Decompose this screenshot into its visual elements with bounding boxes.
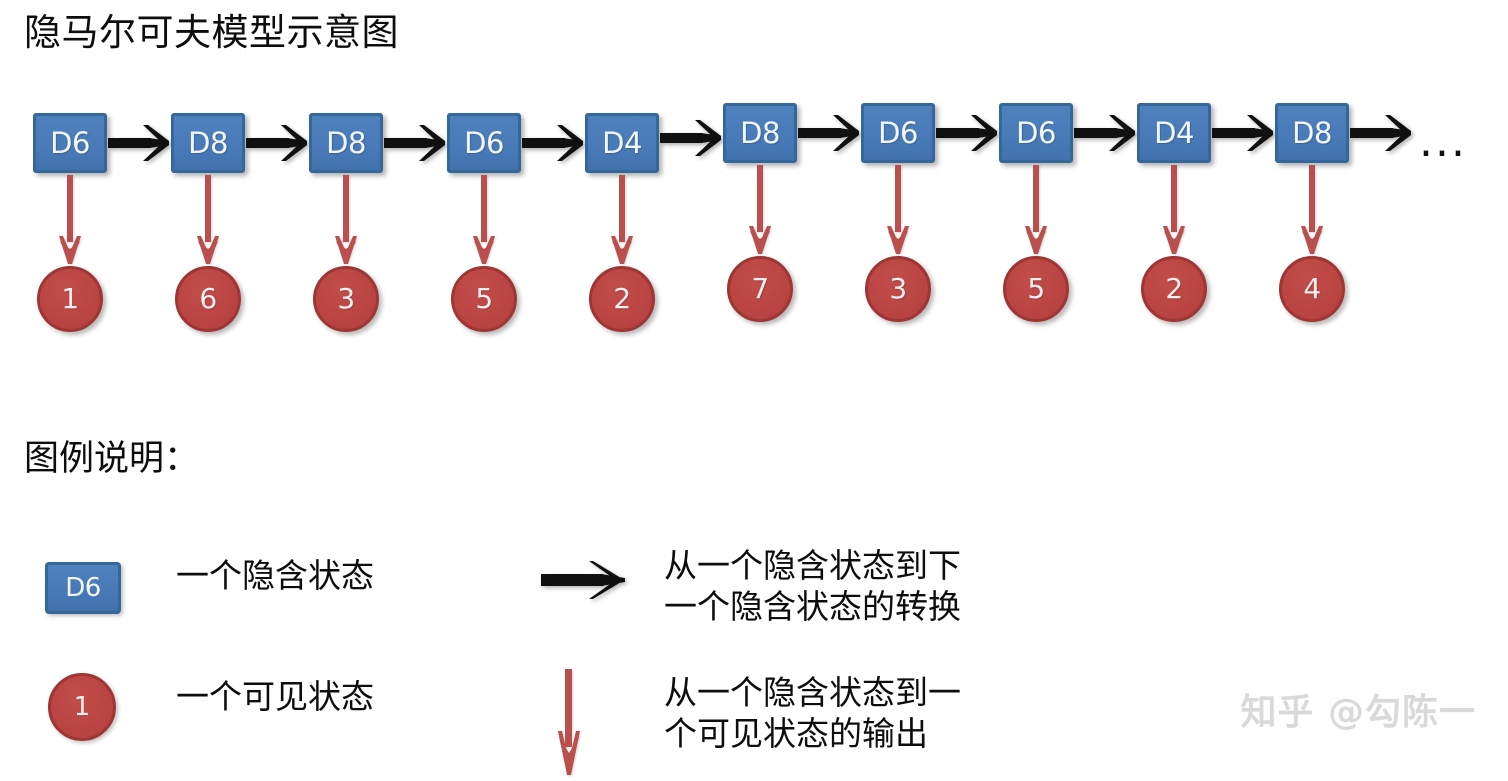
- observed-state-label: 4: [1303, 272, 1321, 305]
- transition-arrow: [108, 125, 169, 161]
- emission-arrow: [1301, 165, 1323, 254]
- hidden-state-label: D6: [1016, 115, 1056, 150]
- legend-observed-state-text: 一个可见状态: [176, 677, 374, 716]
- legend-heading: 图例说明：: [24, 439, 200, 479]
- hidden-state-label: D4: [1154, 115, 1194, 150]
- emission-arrow: [197, 175, 219, 264]
- observed-state-circle: 4: [1279, 256, 1345, 322]
- emission-arrow: [887, 165, 909, 254]
- transition-arrow: [1212, 115, 1273, 151]
- legend-observed-state-swatch: 1: [48, 673, 116, 741]
- page-title: 隐马尔可夫模型示意图: [24, 11, 399, 54]
- observed-state-label: 5: [1027, 272, 1045, 305]
- hidden-state-label: D8: [1292, 115, 1332, 150]
- legend-hidden-state-swatch: D6: [45, 562, 121, 614]
- observed-state-label: 6: [199, 282, 217, 315]
- transition-arrow: [798, 115, 859, 151]
- hidden-state-label: D4: [602, 125, 642, 160]
- observed-state-circle: 6: [175, 266, 241, 332]
- observed-state-circle: 5: [1003, 256, 1069, 322]
- observed-state-label: 2: [613, 282, 631, 315]
- observed-state-label: 3: [337, 282, 355, 315]
- hidden-state-box: D8: [309, 113, 383, 173]
- hidden-state-box: D8: [171, 113, 245, 173]
- observed-state-label: 2: [1165, 272, 1183, 305]
- emission-arrow: [473, 175, 495, 264]
- hidden-state-label: D6: [464, 125, 504, 160]
- legend-hidden-state-swatch-label: D6: [65, 573, 101, 603]
- transition-arrow: [936, 115, 997, 151]
- observed-state-label: 3: [889, 272, 907, 305]
- transition-arrow: [1074, 115, 1135, 151]
- transition-arrow: [660, 120, 721, 156]
- emission-arrow: [59, 175, 81, 264]
- hidden-state-label: D8: [326, 125, 366, 160]
- emission-arrow: [1163, 165, 1185, 254]
- emission-arrow: [611, 175, 633, 264]
- emission-arrow: [335, 175, 357, 264]
- hidden-state-box: D6: [861, 103, 935, 163]
- hidden-state-box: D8: [723, 103, 797, 163]
- legend-hidden-state-text: 一个隐含状态: [176, 556, 374, 595]
- emission-arrow: [749, 165, 771, 254]
- chain-continuation-ellipsis: ...: [1419, 116, 1467, 167]
- observed-state-label: 7: [751, 272, 769, 305]
- hidden-state-label: D8: [740, 115, 780, 150]
- transition-arrow: [1350, 115, 1411, 151]
- observed-state-circle: 1: [37, 266, 103, 332]
- legend-observed-state-swatch-label: 1: [73, 692, 91, 722]
- hidden-state-box: D4: [1137, 103, 1211, 163]
- hidden-state-box: D4: [585, 113, 659, 173]
- hidden-state-box: D8: [1275, 103, 1349, 163]
- observed-state-circle: 5: [451, 266, 517, 332]
- hidden-state-label: D6: [878, 115, 918, 150]
- legend-emission-arrow-icon: [558, 669, 580, 775]
- hidden-state-box: D6: [447, 113, 521, 173]
- legend-transition-arrow-icon: [541, 561, 625, 599]
- observed-state-label: 1: [61, 282, 79, 315]
- hidden-state-box: D6: [999, 103, 1073, 163]
- transition-arrow: [384, 125, 445, 161]
- hidden-state-box: D6: [33, 113, 107, 173]
- hidden-state-label: D6: [50, 125, 90, 160]
- emission-arrow: [1025, 165, 1047, 254]
- transition-arrow: [522, 125, 583, 161]
- transition-arrow: [246, 125, 307, 161]
- observed-state-circle: 3: [865, 256, 931, 322]
- observed-state-label: 5: [475, 282, 493, 315]
- watermark: 知乎 @勾陈一: [1240, 692, 1476, 733]
- observed-state-circle: 2: [1141, 256, 1207, 322]
- legend-transition-text: 从一个隐含状态到下 一个隐含状态的转换: [664, 546, 961, 626]
- legend-emission-text: 从一个隐含状态到一 个可见状态的输出: [664, 673, 961, 753]
- observed-state-circle: 2: [589, 266, 655, 332]
- observed-state-circle: 3: [313, 266, 379, 332]
- observed-state-circle: 7: [727, 256, 793, 322]
- hidden-state-label: D8: [188, 125, 228, 160]
